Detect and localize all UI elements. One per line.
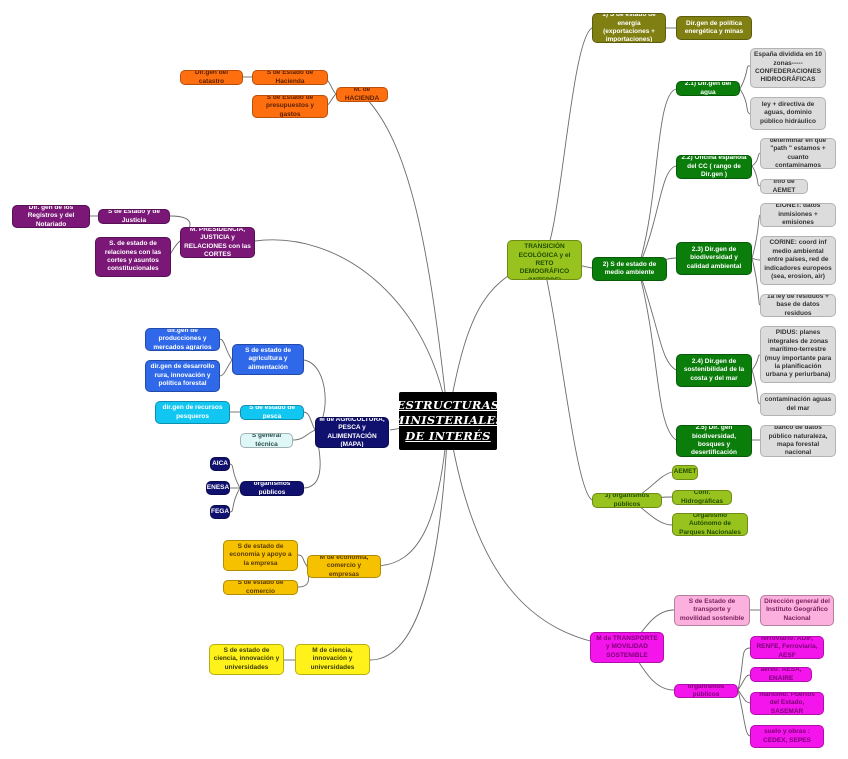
transportes-ministry-node[interactable]: M de TRANSPORTE y MOVILIDAD SOSTENIBLE <box>590 632 664 663</box>
transportes-secretariat-node[interactable]: S de Estado de transporte y movilidad so… <box>674 595 750 626</box>
oecc-node[interactable]: 2.2) Oficina española del CC ( rango de … <box>676 155 752 179</box>
parques-nacionales-node[interactable]: Organismo Autónomo de Parques Nacionales <box>672 513 748 536</box>
presidencia-ministry-node[interactable]: M. PRESIDENCIA, JUSTICIA y RELACIONES co… <box>180 227 255 258</box>
agricultura-secretariat-node[interactable]: S de estado de agricultura y alimentació… <box>232 344 304 375</box>
medio-ambiente-secretariat-node[interactable]: 2) S de estado de medio ambiente <box>592 257 667 281</box>
secretaria-general-tecnica-node[interactable]: S general técnica <box>240 433 293 448</box>
comercio-secretariat-node[interactable]: S de estado de comercio <box>223 580 298 595</box>
costa-note-pidus: PIDUS: planes integrales de zonas maríti… <box>760 326 836 383</box>
agua-directorate-node[interactable]: 2.1) Dir.gen del agua <box>676 81 740 96</box>
hacienda-secretariat-node[interactable]: S de Estado de Hacienda <box>252 70 328 85</box>
cortes-secretariat-node[interactable]: S. de estado de relaciones con las corte… <box>95 237 171 277</box>
pesca-secretariat-node[interactable]: S de estado de pesca <box>240 405 304 420</box>
registros-directorate-node[interactable]: Dir. gen de los Registros y del Notariad… <box>12 205 90 228</box>
ferroviario-node[interactable]: ferroviario: ADIF, RENFE, Ferroviaria, A… <box>750 636 824 659</box>
justicia-secretariat-node[interactable]: S de Estado y de Justicia <box>98 209 170 224</box>
ciencia-secretariat-node[interactable]: S de estado de ciencia, innovación y uni… <box>209 644 284 675</box>
economia-ministry-node[interactable]: M de economía, comercio y empresas <box>307 555 381 578</box>
mapa-organismos-node[interactable]: organismos públicos <box>240 481 304 496</box>
desarrollo-rural-directorate-node[interactable]: dir.gen de desarrollo rura, innovación y… <box>145 360 220 392</box>
calidad-directorate-node[interactable]: 2.3) Dir.gen de biodiversidad y calidad … <box>676 242 752 275</box>
energia-directorate-node[interactable]: Dir.gen de política energética y minas <box>676 16 752 40</box>
mapa-ministry-node[interactable]: M de AGRICULTURA, PESCA y ALIMENTACIÓN (… <box>315 417 389 448</box>
presupuestos-secretariat-node[interactable]: S de Estado de presupuestos y gastos <box>252 95 328 118</box>
costa-directorate-node[interactable]: 2.4) Dir.gen de sostenibilidad de la cos… <box>676 354 752 387</box>
enesa-node[interactable]: ENESA <box>206 481 230 495</box>
organismos-publicos-miterde-node[interactable]: 3) organismos públicos <box>592 493 662 508</box>
calidad-note-residuos: 1a ley de residuos + base de datos resid… <box>760 294 836 317</box>
economia-secretariat-node[interactable]: S de estado de economía y apoyo a la emp… <box>223 540 298 571</box>
transportes-organismos-node[interactable]: organismos públicos <box>674 684 738 698</box>
confederaciones-node[interactable]: Conf. Hidrográficas <box>672 490 732 505</box>
miterde-ministry-node[interactable]: M para la TRANSICIÓN ECOLÓGICA y el RETO… <box>507 240 582 280</box>
ign-directorate-node[interactable]: Dirección general del Instituto Geográfi… <box>760 595 834 626</box>
catastro-directorate-node[interactable]: Dir.gen del catastro <box>180 70 243 85</box>
fega-node[interactable]: FEGA <box>210 505 230 519</box>
oecc-note-path: determinar en qué "path " estamos + cuan… <box>760 138 836 169</box>
hacienda-ministry-node[interactable]: M. de HACIENDA <box>336 87 388 102</box>
energia-secretariat-node[interactable]: 1) S de estado de energía (exportaciones… <box>592 13 666 43</box>
aica-node[interactable]: AICA <box>210 457 230 471</box>
agua-note-ley: ley + directiva de aguas, dominio públic… <box>750 97 826 130</box>
agua-note-confederaciones: España dividida en 10 zonas----- CONFEDE… <box>750 48 826 88</box>
calidad-note-eionet: EIONET: datos inmisiones + emisiones <box>760 203 836 227</box>
oecc-note-aemet: info de AEMET <box>760 179 808 194</box>
calidad-note-corine: CORINE: coord inf medio ambiental entre … <box>760 236 836 285</box>
central-title: ESTRUCTURAS MINISTERIALES DE INTERÉS <box>399 392 497 450</box>
costa-note-contaminacion: contaminación aguas del mar <box>760 393 836 416</box>
maritimo-node[interactable]: marítimo: Puertos del Estado, SASEMAR <box>750 692 824 715</box>
aereo-node[interactable]: aéreo: AESA, ENAIRE <box>750 667 812 682</box>
aemet-node[interactable]: AEMET <box>672 465 698 480</box>
bosques-directorate-node[interactable]: 2.5) Dir. gen biodiversidad, bosques y d… <box>676 425 752 457</box>
producciones-directorate-node[interactable]: dir.gen de producciones y mercados agrar… <box>145 328 220 351</box>
bosques-note-banco: banco de datos público naturaleza, mapa … <box>760 425 836 457</box>
ciencia-ministry-node[interactable]: M de ciencia, innovación y universidades <box>295 644 370 675</box>
recursos-pesqueros-directorate-node[interactable]: dir.gen de recursos pesqueros <box>155 401 230 424</box>
suelo-obras-node[interactable]: suelo y obras : CEDEX, SEPES <box>750 725 824 748</box>
